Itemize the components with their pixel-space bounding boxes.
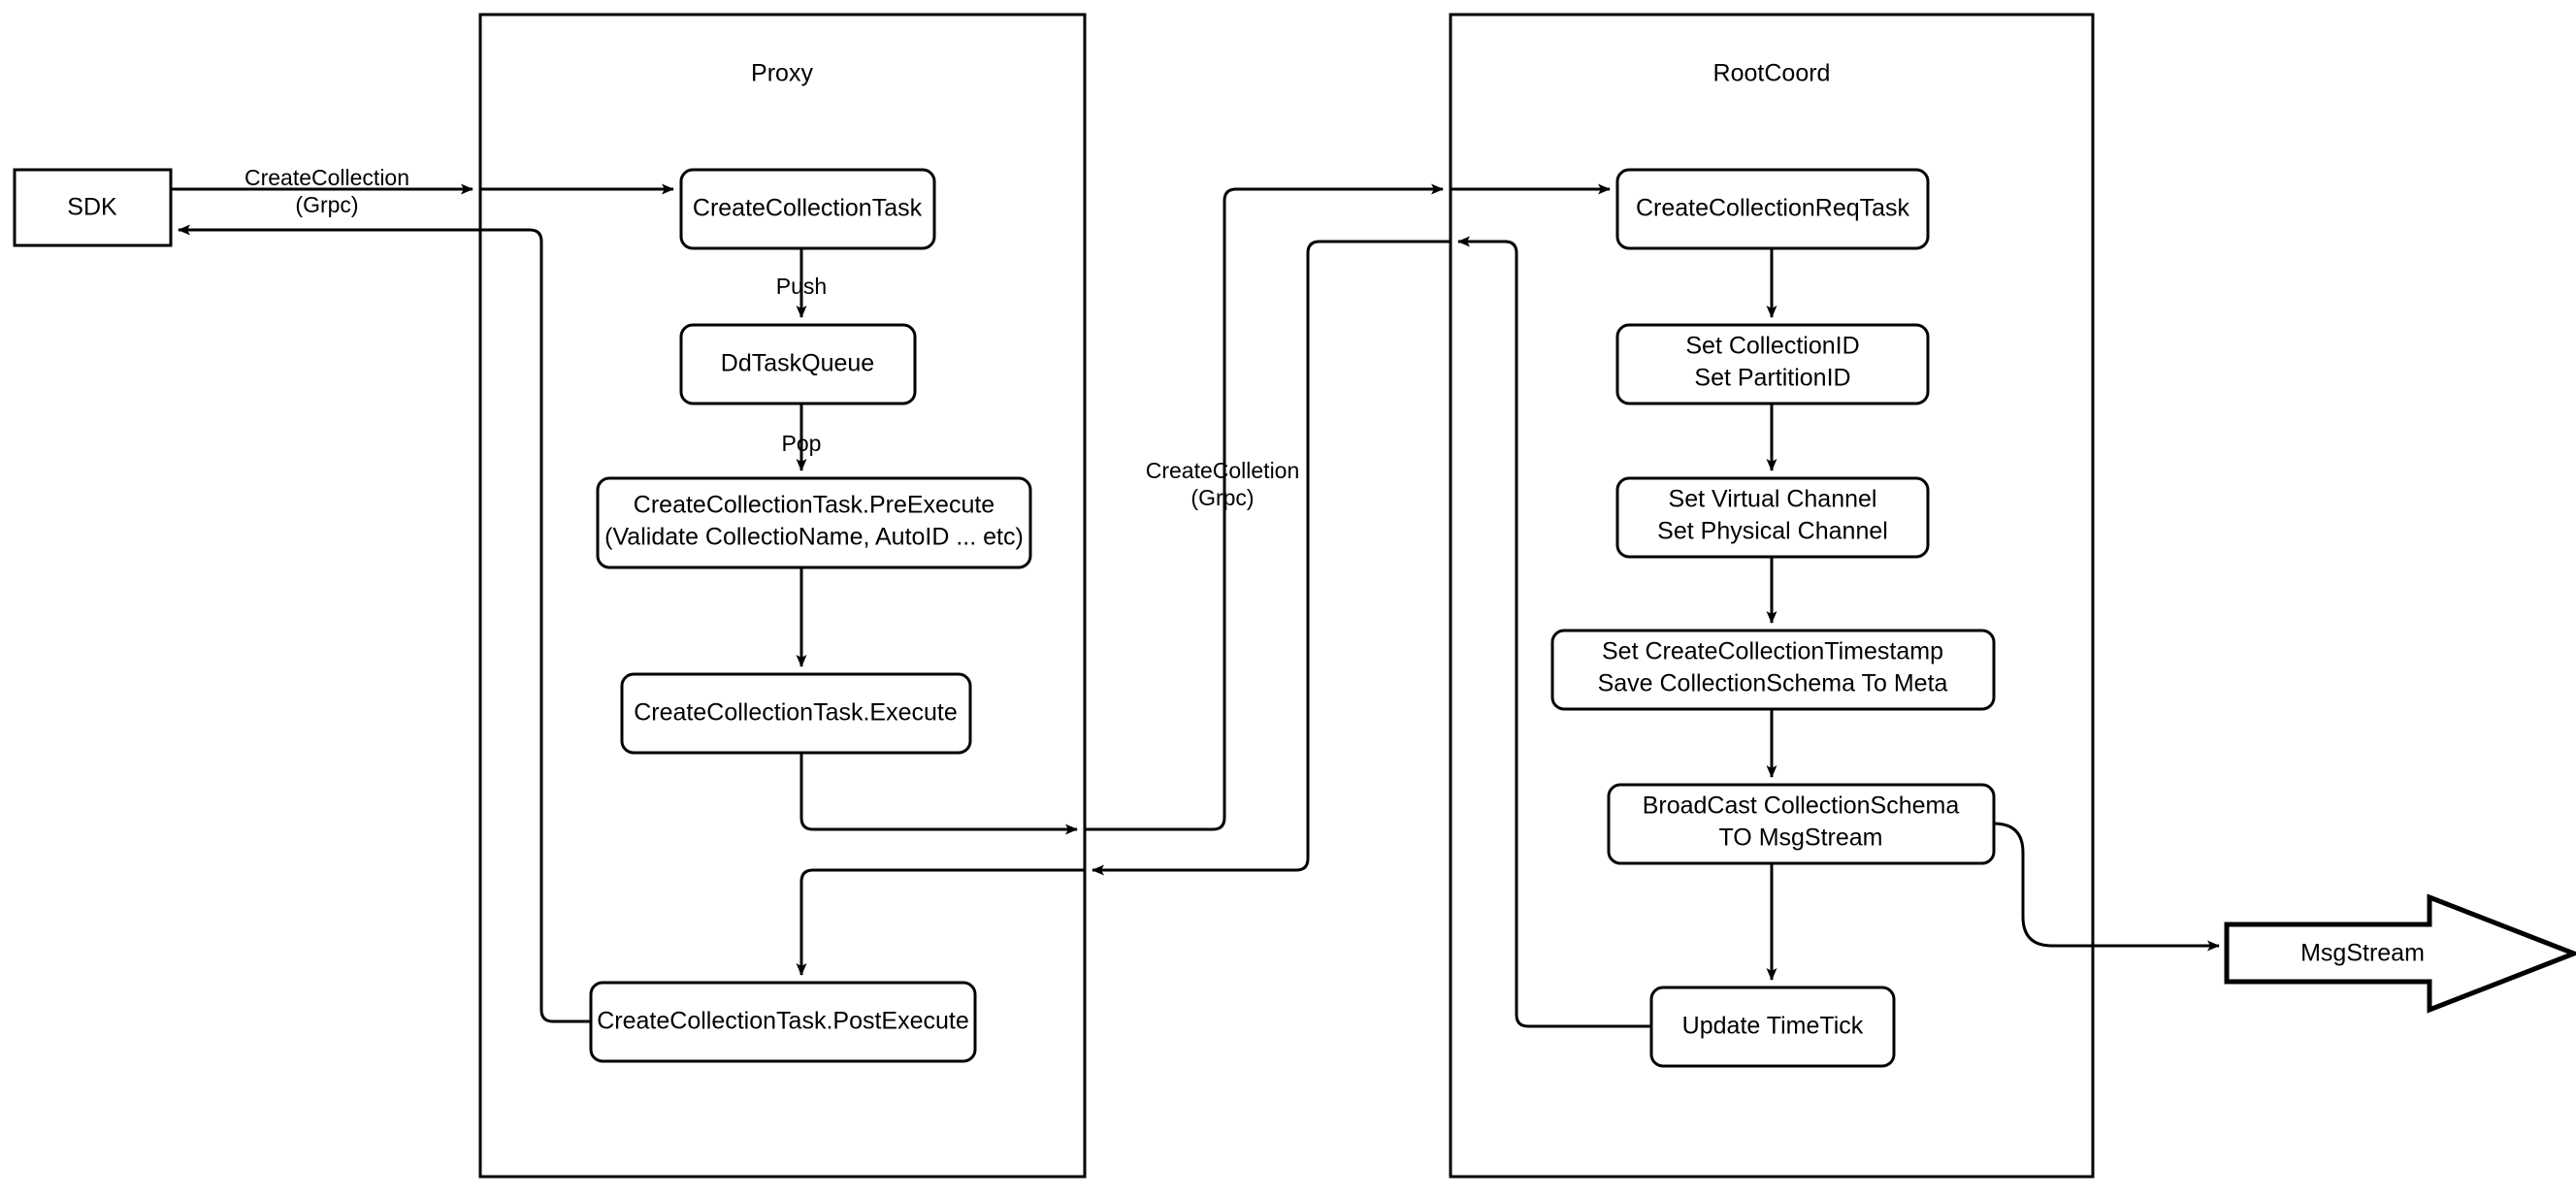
- node-set-timestamp[interactable]: Set CreateCollectionTimestamp Save Colle…: [1550, 629, 1996, 711]
- node-pre-execute-label-line2: (Validate CollectioName, AutoID ... etc): [604, 524, 1024, 551]
- edge-grpc-response-to-proxy: [1092, 240, 1451, 876]
- node-pre-execute-label-line1: CreateCollectionTask.PreExecute: [634, 492, 995, 519]
- node-msgstream-label: MsgStream: [2300, 940, 2425, 967]
- edge-label-pop: Pop: [782, 431, 822, 456]
- node-set-timestamp-label-line2: Save CollectionSchema To Meta: [1598, 670, 1948, 697]
- node-msgstream[interactable]: MsgStream: [2224, 893, 2576, 1014]
- node-sdk-label: SDK: [67, 194, 117, 221]
- node-set-ids[interactable]: Set CollectionID Set PartitionID: [1615, 323, 1930, 405]
- edge-label-create-colletion-grpc-line1: CreateColletion: [1146, 458, 1300, 483]
- node-set-timestamp-label-line1: Set CreateCollectionTimestamp: [1602, 638, 1943, 665]
- edge-label-create-colletion-grpc-line2: (Grpc): [1190, 485, 1254, 510]
- edge-broadcast-to-msgstream: [1993, 822, 2220, 952]
- node-broadcast[interactable]: BroadCast CollectionSchema TO MsgStream: [1607, 783, 1996, 865]
- node-dd-task-queue[interactable]: DdTaskQueue: [679, 323, 917, 405]
- edge-label-push: Push: [776, 274, 827, 299]
- node-create-collection-task-label: CreateCollectionTask: [693, 195, 923, 222]
- node-post-execute[interactable]: CreateCollectionTask.PostExecute: [589, 981, 977, 1063]
- edge-grpc-request-to-rootcoord: [1085, 183, 1444, 831]
- node-post-execute-label: CreateCollectionTask.PostExecute: [597, 1008, 969, 1035]
- edge-timetick-to-rootcoord-out: [1457, 236, 1651, 1028]
- node-sdk[interactable]: SDK: [13, 168, 173, 247]
- node-broadcast-label-line2: TO MsgStream: [1718, 825, 1882, 852]
- node-set-channels-label-line2: Set Physical Channel: [1657, 518, 1888, 545]
- node-set-channels-label-line1: Set Virtual Channel: [1669, 486, 1877, 513]
- node-set-channels[interactable]: Set Virtual Channel Set Physical Channel: [1615, 476, 1930, 559]
- node-set-ids-label-line2: Set PartitionID: [1694, 365, 1850, 392]
- edge-execute-to-rootcoord-out: [799, 753, 1078, 835]
- edge-response-to-postexecute: [796, 868, 1085, 976]
- edge-label-create-collection-grpc-line2: (Grpc): [295, 192, 358, 217]
- node-create-collection-req-task[interactable]: CreateCollectionReqTask: [1615, 168, 1930, 250]
- edge-label-create-collection-grpc-line1: CreateCollection: [245, 165, 409, 190]
- node-update-timetick-label: Update TimeTick: [1682, 1013, 1864, 1040]
- edge-label-create-collection-grpc: CreateCollection (Grpc): [245, 165, 409, 217]
- node-set-ids-label-line1: Set CollectionID: [1685, 333, 1859, 360]
- node-update-timetick[interactable]: Update TimeTick: [1649, 986, 1896, 1068]
- container-proxy-label: Proxy: [751, 60, 813, 87]
- node-broadcast-label-line1: BroadCast CollectionSchema: [1643, 793, 1960, 820]
- node-create-collection-req-task-label: CreateCollectionReqTask: [1636, 195, 1910, 222]
- node-pre-execute[interactable]: CreateCollectionTask.PreExecute (Validat…: [596, 476, 1032, 569]
- node-create-collection-task[interactable]: CreateCollectionTask: [679, 168, 936, 250]
- container-rootcoord-label: RootCoord: [1713, 60, 1831, 87]
- node-execute-label: CreateCollectionTask.Execute: [634, 699, 958, 727]
- node-execute[interactable]: CreateCollectionTask.Execute: [620, 672, 972, 755]
- edge-postexecute-to-sdk: [178, 224, 591, 1023]
- edge-label-create-colletion-grpc: CreateColletion (Grpc): [1146, 458, 1300, 510]
- node-dd-task-queue-label: DdTaskQueue: [721, 350, 874, 377]
